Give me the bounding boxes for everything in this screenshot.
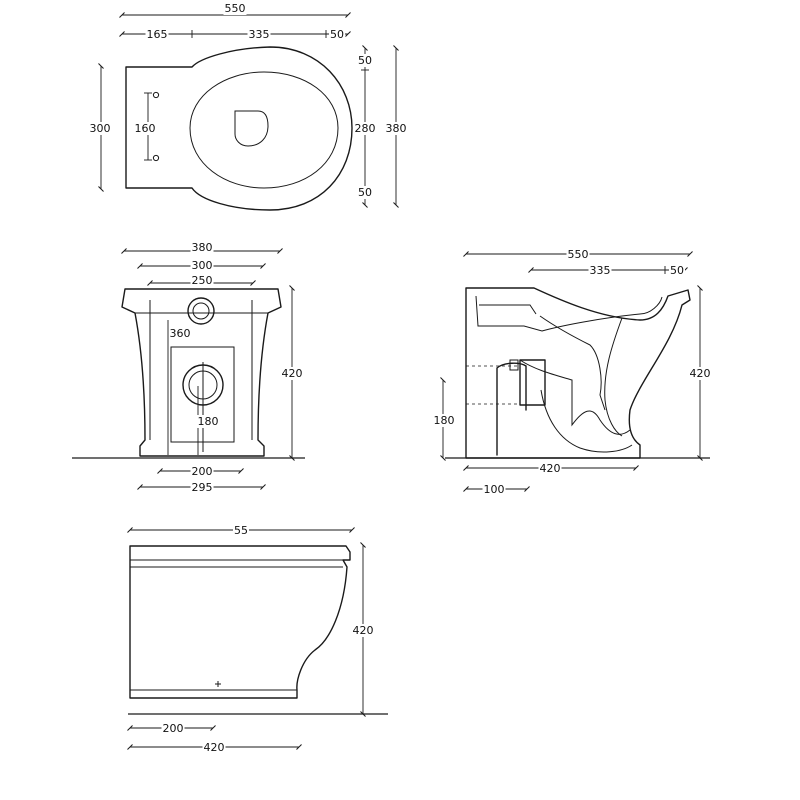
top-view-dimensions: 550 165 335 50 300 160 50 280 50 380 xyxy=(88,2,408,208)
dim-outlet-height: 180 xyxy=(198,415,219,428)
dim-section-height: 420 xyxy=(690,367,711,380)
dim-side-base-length: 420 xyxy=(204,741,225,754)
label-backing xyxy=(669,264,685,277)
dim-rear-length: 165 xyxy=(147,28,168,41)
dim-side-height: 420 xyxy=(353,624,374,637)
dim-side-base-offset: 200 xyxy=(163,722,184,735)
label-backing xyxy=(190,274,214,287)
fixing-hole-top xyxy=(152,91,160,99)
label-backing xyxy=(190,465,214,478)
dim-depth-left: 300 xyxy=(90,122,111,135)
inlet-pipe xyxy=(187,297,215,325)
rear-view-dimensions: 380 300 250 360 420 180 200 295 xyxy=(121,241,304,494)
label-backing xyxy=(351,624,375,637)
label-backing xyxy=(247,28,271,41)
dim-inlet-height: 360 xyxy=(170,327,191,340)
dim-bowl-inner: 280 xyxy=(355,122,376,135)
label-backing xyxy=(432,414,456,427)
label-backing xyxy=(145,28,169,41)
label-backing xyxy=(688,367,712,380)
label-backing xyxy=(190,481,214,494)
bowl-opening xyxy=(234,110,269,147)
side-view: 55 420 200 420 xyxy=(127,524,388,754)
dim-width-mid: 300 xyxy=(192,259,213,272)
label-backing xyxy=(190,241,214,254)
dim-section-front: 50 xyxy=(670,264,684,277)
dim-total-right: 380 xyxy=(386,122,407,135)
dim-width-inner: 250 xyxy=(192,274,213,287)
dim-margin-top: 50 xyxy=(358,54,372,67)
dim-section-bowl: 335 xyxy=(590,264,611,277)
dim-section-base: 420 xyxy=(540,462,561,475)
side-marker xyxy=(215,681,221,687)
label-backing xyxy=(384,122,408,135)
dim-section-outlet-height: 180 xyxy=(434,414,455,427)
fixing-hole-bottom xyxy=(152,154,160,162)
top-view-outline xyxy=(125,46,353,211)
dim-front-length: 50 xyxy=(330,28,344,41)
label-backing xyxy=(588,264,612,277)
label-backing xyxy=(280,367,304,380)
label-backing xyxy=(357,54,373,67)
label-backing xyxy=(202,741,226,754)
label-backing xyxy=(233,524,249,537)
label-backing xyxy=(566,248,590,261)
dim-height: 420 xyxy=(282,367,303,380)
label-backing xyxy=(133,122,157,135)
dim-width-top: 380 xyxy=(192,241,213,254)
rear-view: 380 300 250 360 420 180 200 295 xyxy=(72,241,305,494)
label-backing xyxy=(190,259,214,272)
outlet-spigot xyxy=(496,359,546,456)
label-backing xyxy=(168,327,192,340)
dim-fixing-holes: 160 xyxy=(135,122,156,135)
side-view-dimensions: 55 420 200 420 xyxy=(127,524,375,754)
dim-section-outlet-offset: 100 xyxy=(484,483,505,496)
dim-base-inner: 200 xyxy=(192,465,213,478)
section-view-outline xyxy=(465,287,691,459)
section-view: 550 335 50 420 180 420 100 xyxy=(432,248,712,496)
bowl-rim xyxy=(189,71,339,189)
label-backing xyxy=(223,2,247,15)
top-view: 550 165 335 50 300 160 50 280 50 380 xyxy=(88,2,408,211)
label-backing xyxy=(538,462,562,475)
section-view-dimensions: 550 335 50 420 180 420 100 xyxy=(432,248,712,496)
label-backing xyxy=(357,186,373,199)
dim-overall-width: 550 xyxy=(225,2,246,15)
label-backing xyxy=(353,122,377,135)
label-backing xyxy=(161,722,185,735)
dim-section-length: 550 xyxy=(568,248,589,261)
label-backing xyxy=(88,122,112,135)
dim-bowl-length: 335 xyxy=(249,28,270,41)
label-backing xyxy=(329,28,345,41)
dim-side-length: 55 xyxy=(234,524,248,537)
label-backing xyxy=(482,483,506,496)
rear-view-outline xyxy=(121,288,282,457)
dim-base-outer: 295 xyxy=(192,481,213,494)
side-view-outline xyxy=(129,545,351,699)
label-backing xyxy=(196,415,220,428)
dim-margin-bottom: 50 xyxy=(358,186,372,199)
